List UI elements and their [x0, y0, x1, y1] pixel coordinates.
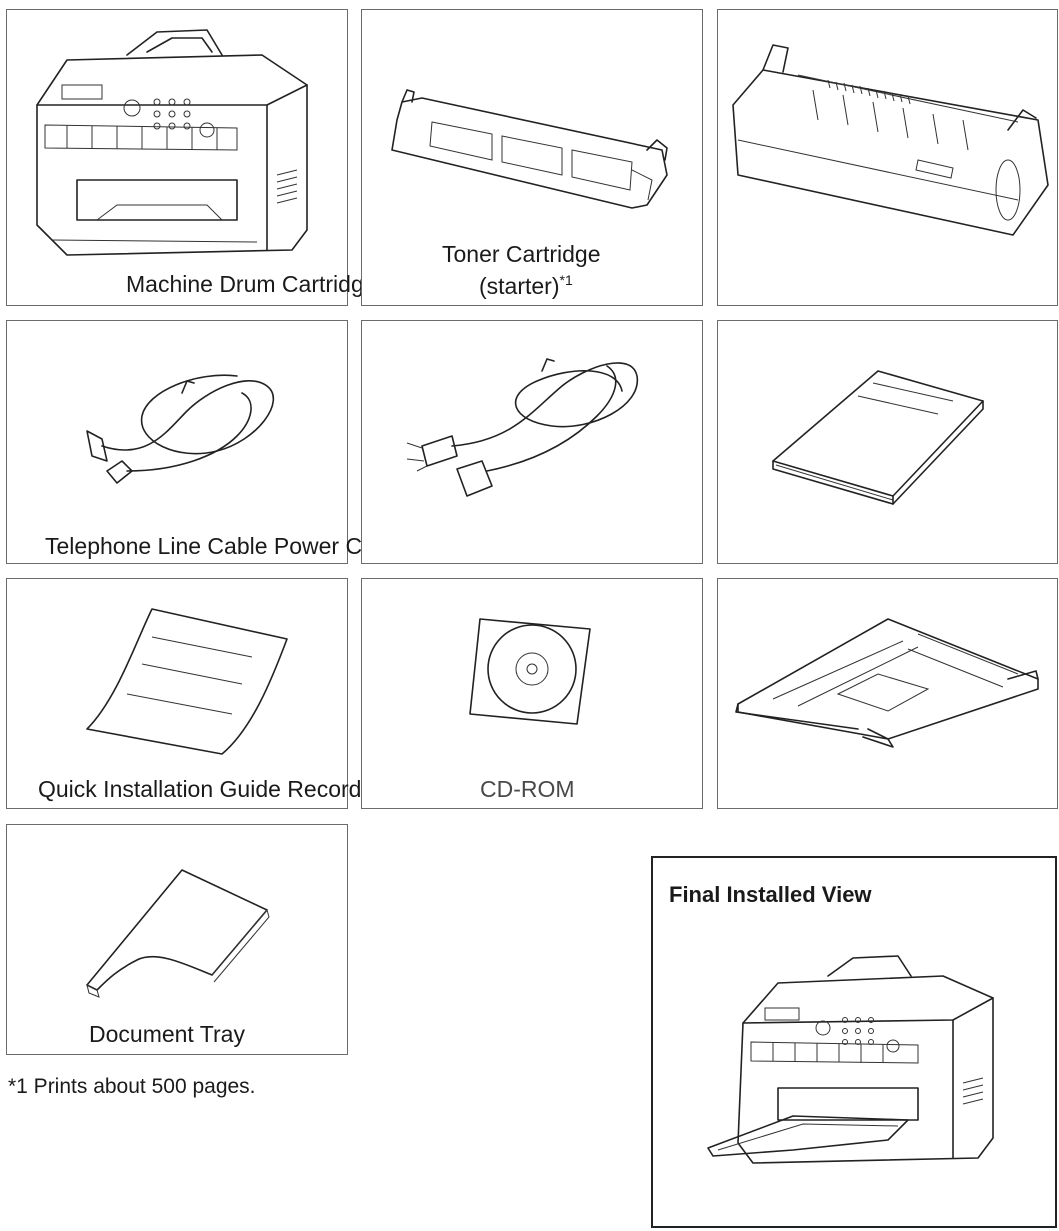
power-cord-icon — [406, 358, 638, 497]
quick-guide-icon — [86, 608, 288, 755]
fax-machine-icon — [36, 29, 308, 256]
quick-guide-cell: Quick Installation Guide Recording Paper… — [6, 578, 511, 809]
final-installed-view: Final Installed View — [651, 856, 1057, 1228]
paper-tray-cell — [717, 578, 1058, 809]
toner-cartridge-icon — [391, 89, 668, 209]
toner-footnote-mark: *1 — [559, 272, 573, 288]
final-view-title: Final Installed View — [669, 882, 872, 907]
information-guide-icon — [772, 370, 984, 505]
toner-label-line2: (starter)*1 — [479, 273, 573, 298]
drum-cell — [717, 9, 1058, 306]
toner-starter-text: (starter) — [479, 273, 560, 299]
phone-cable-cell: Telephone Line Cable Power Cord Importan… — [6, 320, 688, 564]
machine-drum-label: Machine Drum Cartridge — [126, 271, 377, 297]
guide-cell — [717, 320, 1058, 564]
cd-rom-icon — [469, 618, 591, 725]
cd-rom-label: CD-ROM — [480, 776, 575, 802]
drum-cartridge-icon — [732, 44, 1049, 236]
installed-machine-icon — [707, 955, 994, 1164]
machine-cell: Machine Drum Cartridge — [6, 9, 377, 306]
toner-cell: Toner Cartridge (starter)*1 — [361, 9, 703, 306]
document-tray-label: Document Tray — [89, 1021, 245, 1047]
footnote: *1 Prints about 500 pages. — [8, 1075, 256, 1098]
toner-label-line1: Toner Cartridge — [442, 241, 601, 267]
document-tray-icon — [86, 869, 270, 998]
recording-paper-tray-icon — [735, 618, 1039, 748]
telephone-cable-icon — [86, 374, 274, 484]
power-cord-cell — [361, 320, 703, 564]
cdrom-cell: CD-ROM — [361, 578, 703, 809]
document-tray-cell: Document Tray — [6, 824, 348, 1055]
